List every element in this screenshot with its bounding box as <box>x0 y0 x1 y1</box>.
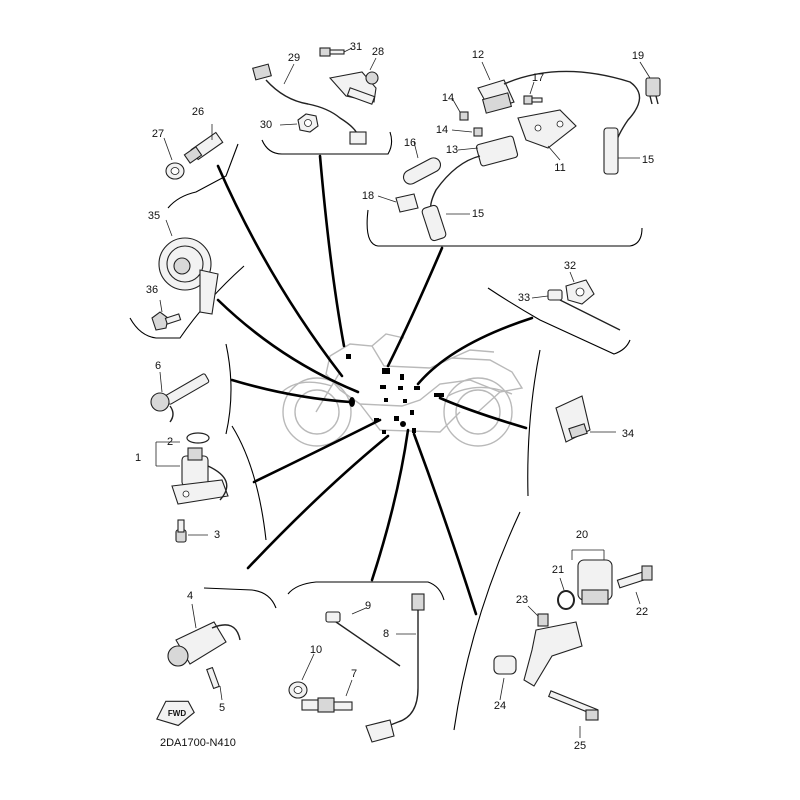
callout-11: 11 <box>554 162 565 174</box>
callout-7: 7 <box>351 668 357 680</box>
clamp-18 <box>377 193 419 213</box>
callout-20: 20 <box>576 529 588 541</box>
callout-13: 13 <box>446 144 458 156</box>
relay-34 <box>555 395 616 443</box>
callout-15: 15 <box>642 154 654 166</box>
callout-18: 18 <box>362 190 374 202</box>
callout-9: 9 <box>365 600 371 612</box>
sensor-6 <box>150 371 210 423</box>
lead-wire-29 <box>252 63 367 145</box>
sensor-7 <box>301 679 353 713</box>
callout-25: 25 <box>574 740 586 752</box>
band-9 <box>325 607 401 667</box>
callout-35: 35 <box>148 210 160 222</box>
bolt-36 <box>151 299 182 331</box>
callout-32: 32 <box>564 260 576 272</box>
fwd-label: FWD <box>168 709 186 718</box>
callout-4: 4 <box>187 590 193 602</box>
callout-36: 36 <box>146 284 158 296</box>
callout-6: 6 <box>155 360 161 372</box>
callout-1: 1 <box>135 452 141 464</box>
screw-3 <box>175 519 208 543</box>
diagram-code: 2DA1700-N410 <box>160 737 236 749</box>
screw-5 <box>206 666 223 701</box>
callout-10: 10 <box>310 644 322 656</box>
bolt-17 <box>523 81 543 105</box>
callout-26: 26 <box>192 106 204 118</box>
clamp-32 <box>565 271 595 305</box>
callout-34: 34 <box>622 428 634 440</box>
callout-27: 27 <box>152 128 164 140</box>
callout-23: 23 <box>516 594 528 606</box>
bolt-31 <box>319 47 353 57</box>
bolt-22 <box>616 565 653 605</box>
callout-28: 28 <box>372 46 384 58</box>
callout-24: 24 <box>494 700 506 712</box>
relay-19 <box>639 61 661 105</box>
sensor-20 <box>571 549 613 605</box>
callout-12: 12 <box>472 49 484 61</box>
bolt-14a <box>451 97 469 121</box>
lead-wire-8 <box>365 593 425 743</box>
bracket-23 <box>523 605 583 687</box>
collar-24 <box>493 655 517 701</box>
o-ring-2 <box>156 432 210 444</box>
callout-29: 29 <box>288 52 300 64</box>
callout-8: 8 <box>383 628 389 640</box>
connector-lines <box>216 154 534 616</box>
group-frames <box>129 131 643 731</box>
callout-17: 17 <box>532 72 544 84</box>
motorcycle-outline <box>281 333 524 447</box>
horn-35 <box>158 219 219 315</box>
coolant-temp-sensor-26 <box>183 124 224 164</box>
callout-33: 33 <box>518 292 530 304</box>
callout-3: 3 <box>214 529 220 541</box>
bracket-11 <box>517 109 577 161</box>
gasket-27 <box>163 137 185 180</box>
o-ring-21 <box>557 577 575 610</box>
callout-5: 5 <box>219 702 225 714</box>
callout-labels: 1234567891011121314141515161718192021222… <box>135 41 654 752</box>
band-33 <box>531 289 621 331</box>
callout-14: 14 <box>436 124 448 136</box>
callout-15: 15 <box>472 208 484 220</box>
callout-19: 19 <box>632 50 644 62</box>
callout-16: 16 <box>404 137 416 149</box>
bolt-14b <box>451 127 483 137</box>
callout-2: 2 <box>167 436 173 448</box>
sensor-4 <box>167 603 241 667</box>
nut-30 <box>279 113 319 133</box>
gasket-10 <box>288 653 315 699</box>
callout-14: 14 <box>442 92 454 104</box>
bolt-25 <box>547 690 599 738</box>
callout-21: 21 <box>552 564 564 576</box>
callout-31: 31 <box>350 41 362 53</box>
spark-plug-cap-15b <box>421 204 470 242</box>
sensor-1 <box>155 442 229 505</box>
sensor-28 <box>328 57 379 105</box>
cover-16 <box>402 141 442 185</box>
callout-30: 30 <box>260 119 272 131</box>
fwd-arrow-icon: FWD <box>156 700 195 727</box>
ignition-coil-13 <box>429 135 519 213</box>
location-markers <box>346 354 444 434</box>
callout-22: 22 <box>636 606 648 618</box>
ignition-coil-12 <box>477 61 641 175</box>
